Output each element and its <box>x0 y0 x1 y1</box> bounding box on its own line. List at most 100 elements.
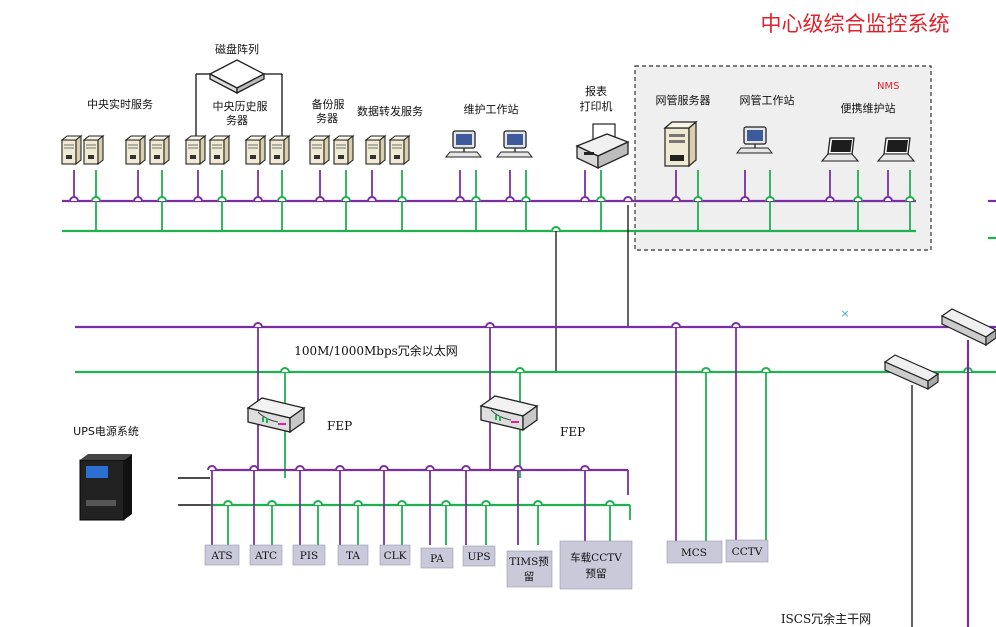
wire-hop-86 <box>223 500 233 506</box>
central-history-label-1: 中央历史服 <box>213 100 268 113</box>
wire-hop-70 <box>671 322 681 328</box>
report-printer-label-2: 打印机 <box>580 99 613 113</box>
subsystem-box-clk <box>379 544 411 566</box>
wire-hop-39 <box>671 196 681 202</box>
subsystem-label-pa: PA <box>430 553 444 565</box>
wire-hop-88 <box>249 465 259 471</box>
report-printer-icon <box>575 123 630 170</box>
wire-hop-51 <box>883 196 893 202</box>
subsystem-box-ta <box>337 544 369 566</box>
wire-hop-84 <box>207 465 217 471</box>
wire-hop-71 <box>701 367 711 373</box>
subsystem-label-ups: UPS <box>467 551 490 563</box>
wire-hop-15 <box>253 196 263 202</box>
central-history-servers-icon <box>185 135 230 165</box>
cross-mark: × <box>840 307 849 320</box>
fep-left-label: FEP <box>327 419 352 433</box>
wire-hop-49 <box>853 196 863 202</box>
subsystem-label-ta: TA <box>346 550 360 562</box>
ups-system-label: UPS电源系统 <box>73 424 139 438</box>
wire-hop-68 <box>280 367 290 373</box>
wire-hop-102 <box>397 500 407 506</box>
report-printer-label-1: 报表 <box>585 84 607 98</box>
wire-hop-108 <box>461 465 471 471</box>
cctv-box <box>725 539 769 563</box>
central-history-servers-2-icon <box>245 135 290 165</box>
backup-label-2: 务器 <box>316 112 338 125</box>
wire-hop-67 <box>485 322 495 328</box>
mcs-label: MCS <box>681 547 707 559</box>
wire-hop-118 <box>605 500 615 506</box>
ethernet-label: 100M/1000Mbps冗余以太网 <box>294 343 458 358</box>
wire-hop-47 <box>825 196 835 202</box>
wire-hop-11 <box>193 196 203 202</box>
wire-hop-98 <box>353 500 363 506</box>
maintenance-workstation-2-icon <box>496 130 533 158</box>
backup-servers-icon <box>309 135 354 165</box>
wire-hop-92 <box>295 465 305 471</box>
wire-hop-19 <box>315 196 325 202</box>
wire-hop-9 <box>157 196 167 202</box>
maintenance-workstation-icon <box>445 130 482 158</box>
wire-hop-53 <box>905 196 915 202</box>
wire-hop-23 <box>367 196 377 202</box>
cctv-label: CCTV <box>732 546 763 558</box>
central-realtime-label: 中央实时服务 <box>87 97 153 111</box>
portable-ws-label: 便携维护站 <box>841 101 896 115</box>
backbone-switch-2-icon <box>883 354 940 391</box>
wire-hop-106 <box>441 500 451 506</box>
wire-hop-27 <box>455 196 465 202</box>
wire-hop-29 <box>471 196 481 202</box>
data-forward-label: 数据转发服务 <box>357 104 423 118</box>
vehicle-cctv-box <box>559 540 633 590</box>
wire-hop-37 <box>596 196 606 202</box>
vehicle-cctv-label-1: 车载CCTV <box>570 551 622 564</box>
tims-label-1: TIMS预 <box>509 556 549 568</box>
nm-server-label: 网管服务器 <box>656 93 711 107</box>
wire-hop-72 <box>731 322 741 328</box>
subsystem-box-atc <box>249 544 283 566</box>
maintenance-ws-label: 维护工作站 <box>464 102 519 116</box>
wire-hop-13 <box>217 196 227 202</box>
ups-tower-icon <box>79 454 132 521</box>
wire-hop-62 <box>623 196 633 202</box>
subsystem-label-pis: PIS <box>300 550 318 562</box>
wire-hop-66 <box>253 322 263 328</box>
wire-hop-33 <box>521 196 531 202</box>
subsystem-box-ups <box>462 545 496 567</box>
subsystem-box-ats <box>204 544 240 566</box>
subsystem-label-ats: ATS <box>210 550 232 562</box>
vehicle-cctv-label-2: 预留 <box>586 567 607 580</box>
wire-hop-73 <box>761 367 771 373</box>
backbone-label: ISCS冗余主干网 <box>781 611 871 626</box>
wire-hop-21 <box>341 196 351 202</box>
central-history-label-2: 务器 <box>226 114 248 127</box>
nm-server-icon <box>663 120 698 168</box>
diagram-title: 中心级综合监控系统 <box>761 12 950 36</box>
wire-hop-5 <box>91 196 101 202</box>
wire-hop-90 <box>267 500 277 506</box>
wire-hop-25 <box>397 196 407 202</box>
wire-hop-110 <box>481 500 491 506</box>
wire-hop-100 <box>379 465 389 471</box>
wire-hop-45 <box>765 196 775 202</box>
central-realtime-servers-2-icon <box>125 135 170 165</box>
disk-array-icon <box>208 59 266 95</box>
subsystem-label-clk: CLK <box>384 550 407 562</box>
wire-hop-69 <box>515 367 525 373</box>
central-realtime-servers-icon <box>61 135 104 165</box>
wire-hop-43 <box>740 196 750 202</box>
wire-hop-17 <box>277 196 287 202</box>
wire-hop-116 <box>580 465 590 471</box>
subsystem-label-atc: ATC <box>254 550 277 562</box>
subsystem-box-pis <box>292 544 326 566</box>
wire-hop-112 <box>513 465 523 471</box>
wire-hop-3 <box>69 196 79 202</box>
backbone-switch-icon <box>940 308 996 347</box>
wire-hop-94 <box>313 500 323 506</box>
tims-label-2: 留 <box>524 570 535 583</box>
mcs-box <box>666 540 723 564</box>
wire-hop-7 <box>133 196 143 202</box>
